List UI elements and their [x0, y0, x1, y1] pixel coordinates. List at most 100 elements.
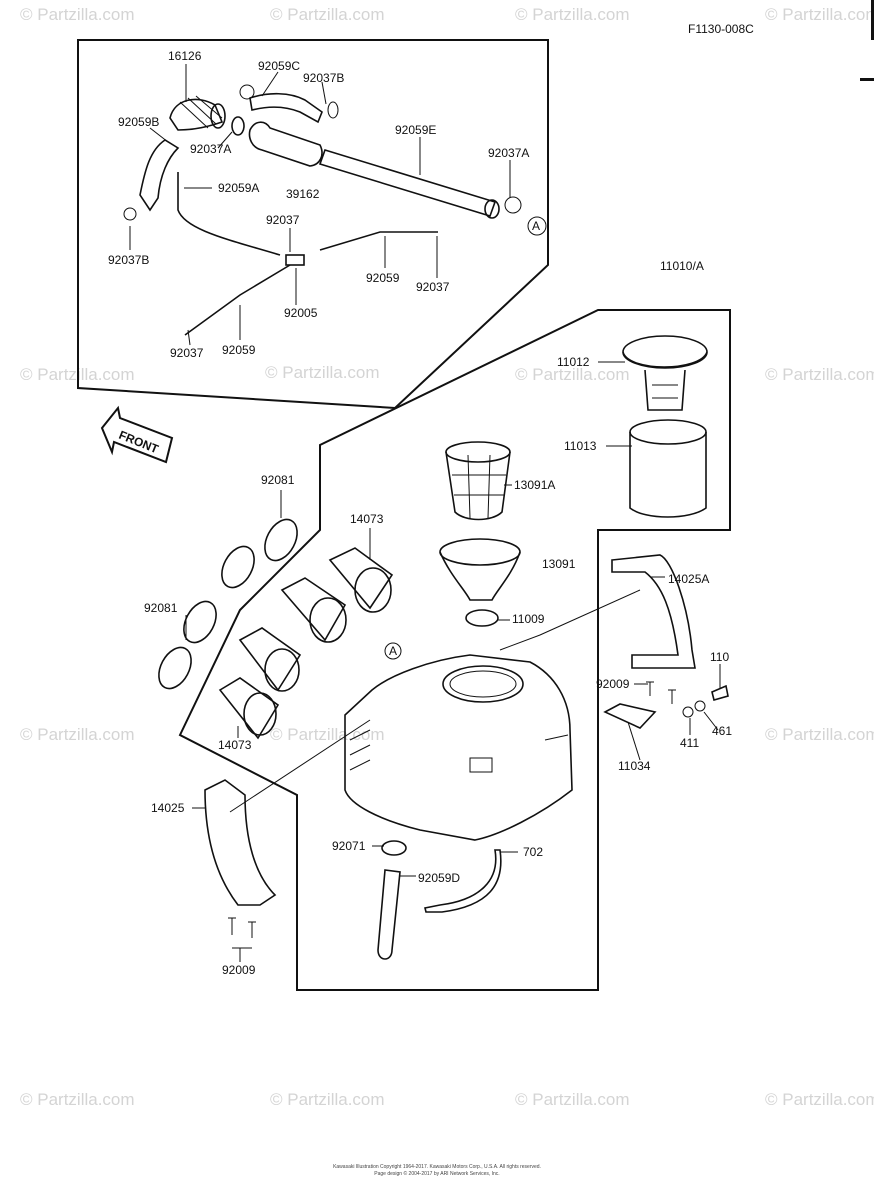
watermark-layer: © Partzilla.com © Partzilla.com © Partzi…	[20, 5, 874, 1109]
clamp-92037a-right	[504, 196, 522, 214]
part-label: 92071	[332, 839, 366, 853]
watermark: © Partzilla.com	[270, 1090, 385, 1109]
watermark: © Partzilla.com	[515, 365, 630, 384]
part-label: 92059B	[118, 115, 159, 129]
front-arrow-icon: FRONT	[100, 405, 174, 464]
copyright-line-1: Kawasaki Illustration Copyright 1964-201…	[333, 1164, 541, 1170]
strainer-13091	[439, 538, 521, 601]
part-label: 14025	[151, 801, 185, 815]
hose-702	[424, 849, 502, 913]
gasket-11009	[465, 609, 499, 627]
cover-14025	[204, 779, 277, 906]
filter-11013	[629, 419, 707, 518]
o-ring-92081-c	[183, 600, 217, 644]
strainer-13091a	[445, 441, 511, 521]
tube-92059-right	[319, 231, 438, 251]
part-labels: 16126 92059C 92037B 92059B 92037A 92059E…	[108, 49, 732, 977]
circle-mark-a-bottom-label: A	[389, 644, 397, 658]
fuel-tank	[344, 654, 573, 841]
copyright-line-2: Page design © 2004-2017 by ARI Network S…	[374, 1171, 500, 1177]
watermark: © Partzilla.com	[20, 725, 135, 744]
o-ring-92081-a	[264, 518, 298, 562]
o-ring-92081-b	[221, 545, 255, 589]
part-label: 92059A	[218, 181, 259, 195]
edge-mark	[871, 0, 874, 40]
part-label: 92059	[366, 271, 400, 285]
watermark: © Partzilla.com	[20, 1090, 135, 1109]
part-label: 92009	[222, 963, 256, 977]
clamp-92037b-left	[123, 207, 137, 221]
part-label: 16126	[168, 49, 202, 63]
part-label: 11013	[564, 439, 597, 453]
part-label: 411	[680, 736, 699, 750]
watermark: © Partzilla.com	[20, 5, 135, 24]
bolt-92009-bottom	[228, 917, 256, 938]
part-label: 461	[712, 724, 732, 738]
part-label: 92005	[284, 306, 318, 320]
bolt-110	[711, 684, 729, 701]
watermark: © Partzilla.com	[270, 5, 385, 24]
washer-411	[682, 706, 694, 718]
diagram-ref-code: F1130-008C	[688, 22, 754, 36]
part-label: 11009	[512, 612, 545, 626]
part-label: 14073	[218, 738, 252, 752]
bracket-14025a	[611, 554, 696, 669]
part-label: 92037A	[488, 146, 529, 160]
part-label: 110	[710, 650, 729, 664]
part-label: 92037	[416, 280, 450, 294]
part-label: 11012	[557, 355, 590, 369]
tube-39162	[248, 121, 323, 167]
part-label: 39162	[286, 187, 320, 201]
part-label: 92059E	[395, 123, 436, 137]
edge-tick	[860, 78, 874, 81]
part-label: 92059	[222, 343, 256, 357]
part-label: 92081	[261, 473, 295, 487]
part-label: 92059C	[258, 59, 300, 73]
watermark: © Partzilla.com	[270, 725, 385, 744]
cap-92071	[381, 840, 407, 856]
elbow-16126	[169, 95, 226, 131]
watermark: © Partzilla.com	[765, 1090, 874, 1109]
tank-group-box	[178, 309, 731, 991]
part-label: 92037B	[108, 253, 149, 267]
part-label: 92037B	[303, 71, 344, 85]
bolt-92009-right	[646, 681, 676, 704]
hose-92059b	[139, 139, 180, 212]
part-label: 92059D	[418, 871, 460, 885]
watermark: © Partzilla.com	[515, 5, 630, 24]
hose-92059c	[249, 92, 323, 124]
hose-group-box	[77, 39, 549, 410]
circle-mark-a-bottom	[384, 642, 402, 660]
circle-mark-a-top-label: A	[532, 219, 540, 233]
part-label: 702	[523, 845, 543, 859]
watermark: © Partzilla.com	[765, 5, 874, 24]
watermark: © Partzilla.com	[765, 365, 874, 384]
part-label: 92037	[266, 213, 300, 227]
collars-14073	[218, 547, 394, 740]
clamp-92037a-left	[231, 116, 245, 136]
clamp-92037b-top	[239, 84, 339, 119]
leader-lines	[129, 64, 721, 962]
part-label: 11034	[618, 759, 651, 773]
watermark: © Partzilla.com	[265, 363, 380, 382]
part-label: 13091A	[514, 478, 555, 492]
hose-92059d	[377, 869, 401, 960]
watermark: © Partzilla.com	[765, 725, 874, 744]
group-code: 11010/A	[660, 259, 704, 273]
tube-92059a	[177, 172, 281, 256]
bracket-11034	[603, 703, 657, 729]
part-label: 92037A	[190, 142, 231, 156]
fuel-cap-11012	[622, 335, 708, 411]
joint-92005	[285, 254, 305, 266]
tube-92059-bottom	[184, 264, 291, 336]
part-label: 14025A	[668, 572, 709, 586]
washer-461	[694, 700, 706, 712]
part-label: 92009	[596, 677, 630, 691]
watermark: © Partzilla.com	[515, 1090, 630, 1109]
o-ring-92081-d	[158, 646, 192, 690]
tube-92059e	[318, 149, 497, 217]
circle-mark-a-top	[527, 216, 547, 236]
part-label: 92081	[144, 601, 178, 615]
part-label: 14073	[350, 512, 384, 526]
